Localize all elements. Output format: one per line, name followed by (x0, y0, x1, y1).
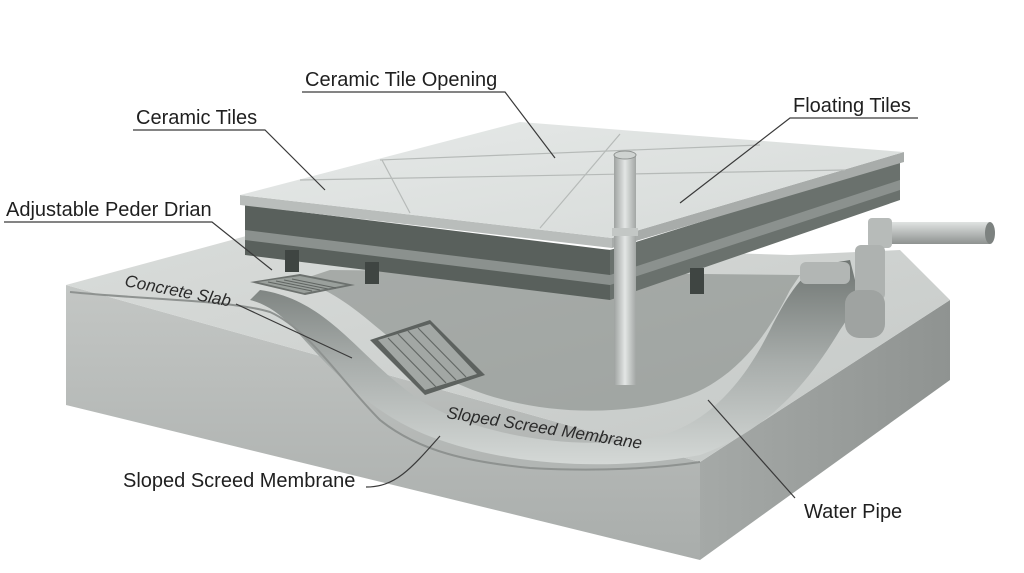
leader-concrete-slab (235, 303, 353, 359)
horizontal-pipe (880, 222, 990, 244)
label-ceramic-tile-opening: Ceramic Tile Opening (305, 69, 497, 91)
concrete-slab (66, 235, 950, 560)
tile-edge-front (240, 195, 612, 248)
leader-lines (4, 91, 918, 499)
leader-adjustable-drain (4, 221, 273, 271)
ceramic-tile-surface (240, 122, 904, 248)
label-adjustable-drain: Adjustable Peder Drian (6, 199, 212, 221)
tile-seam (381, 159, 411, 214)
tile-seam (539, 133, 621, 229)
pedestal-foot (285, 250, 299, 272)
drain-grate-lower (370, 320, 485, 395)
tile-seam (299, 169, 846, 181)
leader-sloped-screed-outer (365, 435, 441, 488)
water-pipe-assembly (800, 218, 995, 338)
slab-right-face (700, 300, 950, 560)
leader-ceramic-tile-opening (302, 91, 556, 159)
label-sloped-screed-outer: Sloped Screed Membrane (123, 470, 355, 492)
label-floating-tiles: Floating Tiles (793, 95, 911, 117)
pedestal-layer (245, 160, 900, 300)
drain-grate-upper (250, 274, 355, 295)
pedestal-foot (690, 268, 704, 294)
vertical-pipe (612, 150, 638, 385)
label-ceramic-tiles: Ceramic Tiles (136, 107, 257, 129)
tile-edge-right (612, 152, 904, 248)
basin-shadow (300, 270, 800, 411)
tile-seam (379, 144, 761, 161)
pedestal-foot (365, 262, 379, 284)
leader-floating-tiles (679, 117, 918, 204)
leader-ceramic-tiles (133, 129, 326, 191)
screed-membrane-line (69, 291, 701, 471)
label-water-pipe: Water Pipe (804, 501, 902, 523)
pedestal-frame-band (245, 230, 610, 285)
tile-top (240, 122, 904, 238)
leader-water-pipe (707, 399, 796, 499)
slab-basin (250, 260, 860, 465)
